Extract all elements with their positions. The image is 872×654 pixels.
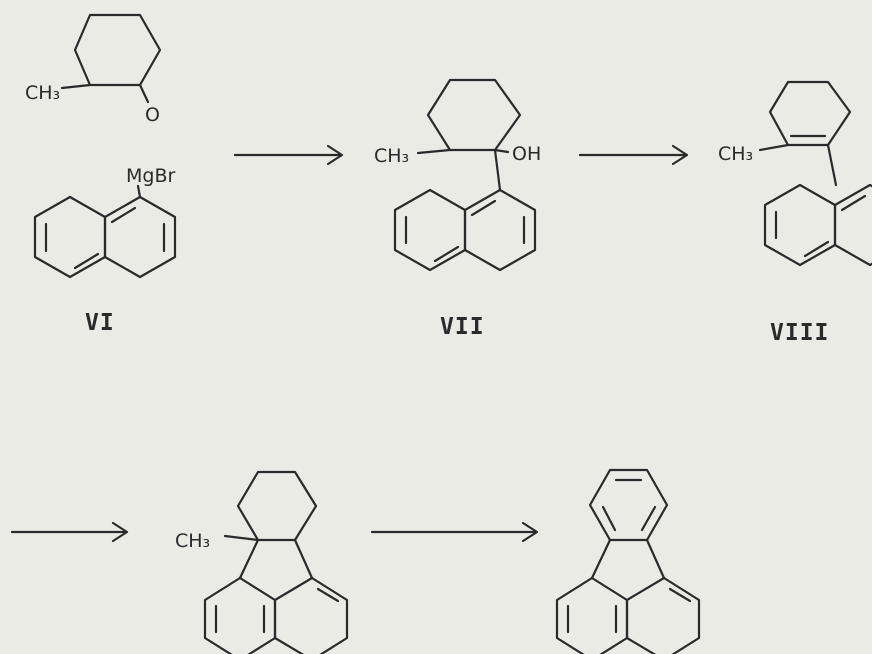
vi-ch3-label: CH₃: [25, 82, 60, 104]
cyclohexanol-ring: [416, 78, 522, 192]
cyclohexane-ring: [223, 470, 318, 542]
naphthyl-ring: [393, 188, 537, 272]
vii-oh-label: OH: [512, 143, 541, 165]
five-membered-ring: [238, 538, 314, 580]
naphthalene-core: [203, 576, 349, 654]
naphthalene-core: [555, 576, 701, 654]
naphthyl-ring: [763, 183, 872, 267]
cyclohexene-ring: [758, 80, 852, 187]
compound-label-vii: VII: [440, 314, 485, 340]
vi-oxygen-label: O: [145, 104, 160, 126]
reaction-arrow-4: [370, 521, 539, 543]
compound-vii: CH₃ OH VII: [374, 78, 541, 340]
vii-ch3-label: CH₃: [374, 145, 409, 167]
compound-vi: CH₃ O MgBr VI: [25, 13, 177, 336]
compound-ix: CH₃: [175, 470, 349, 654]
compound-x: [555, 468, 701, 654]
compound-label-viii: VIII: [770, 320, 829, 346]
methylcyclohexanone-ring: [60, 13, 162, 104]
reaction-arrow-1: [233, 144, 344, 166]
vi-mgbr-label: MgBr: [126, 165, 175, 187]
compound-label-vi: VI: [85, 310, 115, 336]
ix-ch3-label: CH₃: [175, 530, 210, 552]
reaction-arrow-2: [578, 144, 689, 166]
reaction-arrow-3: [10, 521, 129, 543]
benzo-ring: [588, 468, 669, 542]
compound-viii: CH₃ VIII: [718, 80, 872, 346]
five-membered-ring: [590, 538, 666, 580]
viii-ch3-label: CH₃: [718, 143, 753, 165]
naphthalene-ring: [33, 184, 177, 279]
